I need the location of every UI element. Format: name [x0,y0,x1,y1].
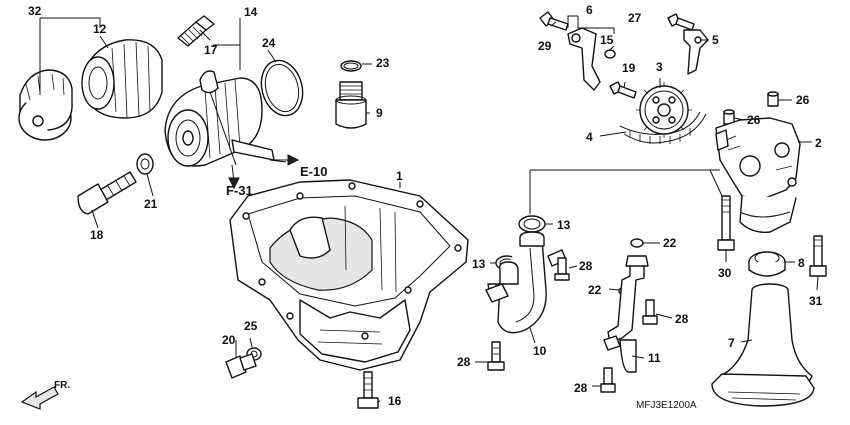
part-17-oil-cooler-bolt [177,15,215,47]
part-14-oil-cooler [164,70,275,167]
callout-13-lower: 13 [472,257,486,271]
part-26-dowel-pin-left [723,109,735,125]
front-label: FR. [54,380,70,391]
part-4-drive-chain [619,111,707,144]
part-28-bolt-strainer [642,299,658,325]
part-3-sprocket [636,82,692,138]
part-27-bolt [667,13,695,31]
front-arrow-icon [20,386,59,410]
part-22-o-ring-upper [630,238,644,248]
part-15-washer [604,49,616,59]
part-18-drain-bolt [77,171,137,215]
reference-e10: E-10 [300,164,327,179]
part-13-o-ring-upper [518,215,546,233]
callout-18: 18 [90,228,104,242]
callout-12: 12 [93,22,107,36]
callout-26-left: 26 [747,113,761,127]
callout-2: 2 [815,136,822,150]
callout-7: 7 [728,336,735,350]
part-12-oil-filter [81,39,163,119]
diagram-code: MFJ3E1200A [636,400,697,411]
part-20-drain-bolt [225,353,257,379]
callout-24: 24 [262,36,276,50]
callout-16: 16 [388,394,402,408]
part-10-oil-pipe [485,231,567,334]
part-2-oil-pump [715,117,801,233]
callout-5: 5 [712,33,719,47]
callout-15: 15 [600,33,614,47]
part-26-dowel-pin-right [767,91,779,107]
callout-26-right: 26 [796,93,810,107]
part-28-bolt-strainer-lower [600,367,616,393]
callout-31: 31 [809,294,823,308]
callout-22-lower: 22 [588,283,602,297]
part-23-o-ring [340,60,362,72]
callout-28-strainer: 28 [675,312,689,326]
part-16-flange-bolt [357,371,379,409]
callout-22-upper: 22 [663,236,677,250]
callout-29: 29 [538,39,552,53]
part-7-oil-strainer [711,283,815,407]
callout-28-lower: 28 [457,355,471,369]
callout-19: 19 [622,61,636,75]
callout-labels: 32 12 14 17 24 23 9 21 18 1 25 20 16 13 … [28,3,823,408]
part-28-bolt-pipe-lower [487,341,505,371]
part-6-chain-guide [567,27,601,91]
part-11-oil-pipe [603,255,649,373]
part-19-bolt [609,81,637,99]
reference-arrows [228,154,300,190]
part-24-o-ring [260,59,304,117]
callout-6: 6 [586,3,593,17]
leader-lines [39,15,819,403]
callout-23: 23 [376,56,390,70]
callout-17: 17 [204,43,218,57]
part-28-bolt-pipe [554,257,570,281]
callout-20: 20 [222,333,236,347]
callout-9: 9 [376,106,383,120]
callout-14: 14 [244,5,258,19]
callout-30: 30 [718,266,732,280]
callout-13-upper: 13 [557,218,571,232]
callout-32: 32 [28,4,42,18]
callout-21: 21 [144,197,158,211]
part-8-strainer-seal [748,251,786,277]
callout-28-bottom: 28 [574,381,588,395]
callout-25: 25 [244,319,258,333]
part-32-filter-wrench-cap [18,69,73,141]
part-31-long-bolt [809,235,827,277]
callout-11: 11 [648,351,661,365]
part-5-guide-plate [683,29,709,75]
part-1-oil-pan [229,179,469,371]
part-30-long-bolt [717,195,735,251]
callout-8: 8 [798,256,805,270]
callout-1: 1 [396,169,403,183]
part-29-bolt [539,11,569,31]
part-21-washer [136,153,154,175]
reference-f31: F-31 [226,183,253,198]
callout-4: 4 [586,130,593,144]
callout-3: 3 [656,60,663,74]
callout-27: 27 [628,11,642,25]
callout-28-upper: 28 [579,259,593,273]
callout-10: 10 [533,344,547,358]
part-9-relief-valve [335,81,367,129]
